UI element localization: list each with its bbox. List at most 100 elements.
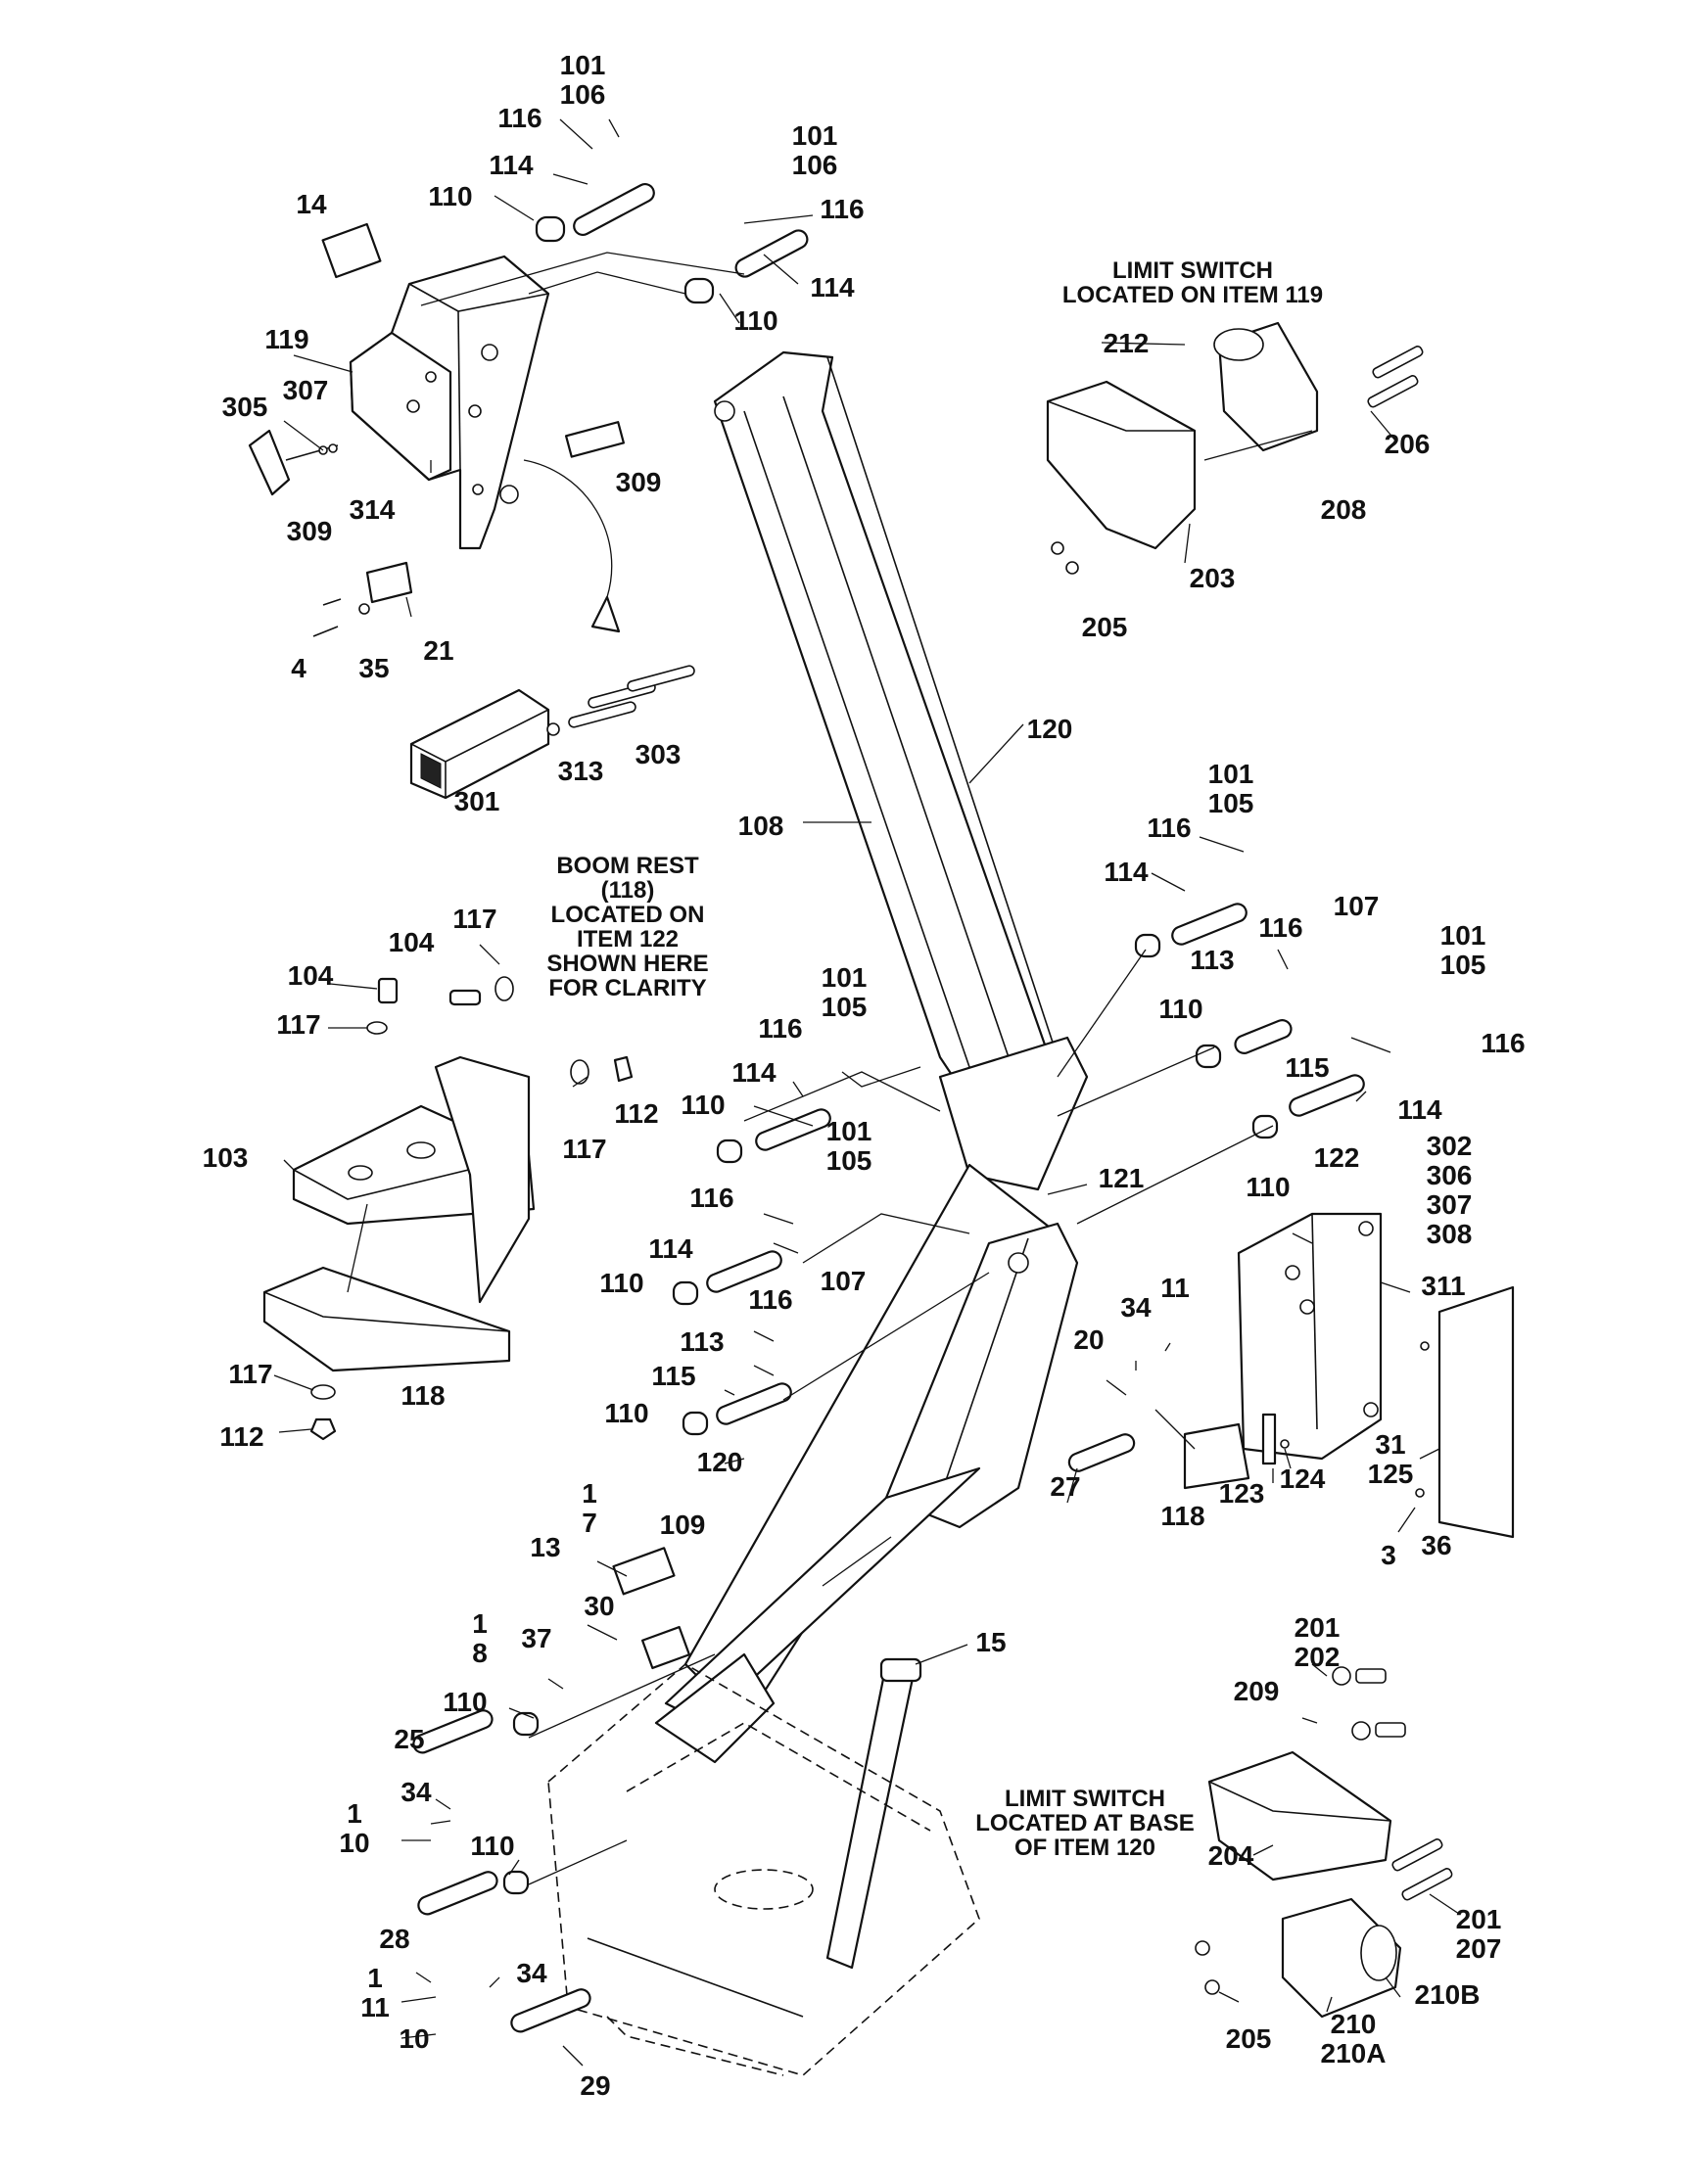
- callout-117: 117: [452, 904, 496, 934]
- callout-110: 110: [599, 1268, 643, 1298]
- callout-303: 303: [636, 739, 682, 769]
- limit-switch-bottom-drawing: [1195, 1666, 1453, 2019]
- callout-7: 7: [582, 1508, 597, 1538]
- callout-101: 101: [560, 50, 606, 80]
- callout-311: 311: [1421, 1271, 1465, 1301]
- note-limit-switch-120: LIMIT SWITCH LOCATED AT BASE OF ITEM 120: [975, 1786, 1195, 1861]
- callout-101: 101: [792, 120, 838, 151]
- callout-119: 119: [264, 324, 308, 354]
- callout-101: 101: [826, 1116, 872, 1146]
- callout-108: 108: [738, 811, 784, 841]
- callout-101: 101: [822, 962, 868, 993]
- callout-107: 107: [1334, 891, 1380, 921]
- callout-3: 3: [1381, 1540, 1396, 1570]
- callout-116: 116: [1258, 912, 1302, 943]
- callout-307: 307: [283, 375, 329, 405]
- callout-205: 205: [1226, 2023, 1272, 2054]
- callout-110: 110: [733, 305, 777, 336]
- callout-314: 314: [350, 494, 396, 525]
- callout-101: 101: [1440, 920, 1486, 951]
- callout-113: 113: [680, 1326, 724, 1357]
- decal-14: [321, 222, 382, 279]
- callout-114: 114: [731, 1057, 777, 1088]
- note-line: LIMIT SWITCH: [1112, 257, 1273, 284]
- callout-115: 115: [1285, 1052, 1329, 1083]
- callout-105: 105: [826, 1145, 872, 1176]
- callout-204: 204: [1208, 1840, 1254, 1871]
- callout-110: 110: [1246, 1172, 1290, 1202]
- callout-1: 1: [472, 1608, 488, 1639]
- callout-121: 121: [1099, 1163, 1145, 1193]
- callout-34: 34: [516, 1958, 547, 1988]
- callout-122: 122: [1314, 1142, 1360, 1173]
- callout-1: 1: [582, 1478, 597, 1509]
- callout-306: 306: [1427, 1160, 1473, 1190]
- callout-35: 35: [358, 653, 389, 683]
- callout-29: 29: [580, 2070, 610, 2101]
- callout-13: 13: [530, 1532, 560, 1562]
- callout-210a: 210A: [1321, 2038, 1387, 2068]
- callout-109: 109: [660, 1510, 706, 1540]
- lower-boom-and-base-drawing: [547, 1163, 1079, 2076]
- leader-lines: [273, 118, 1460, 2067]
- note-line: LOCATED ON: [551, 902, 705, 928]
- callout-116: 116: [748, 1284, 792, 1315]
- callout-110: 110: [681, 1090, 725, 1120]
- callout-117: 117: [276, 1009, 320, 1040]
- callout-11: 11: [1160, 1273, 1190, 1303]
- callout-210b: 210B: [1415, 1979, 1481, 2010]
- callout-308: 308: [1427, 1219, 1473, 1249]
- callout-14: 14: [296, 189, 327, 219]
- callout-1: 1: [347, 1798, 362, 1829]
- limit-switch-top-drawing: [1046, 321, 1424, 575]
- callout-309: 309: [616, 467, 662, 497]
- callout-116: 116: [1481, 1028, 1525, 1058]
- callout-202: 202: [1295, 1642, 1341, 1672]
- note-line: OF ITEM 120: [1014, 1835, 1155, 1861]
- callout-120: 120: [1027, 714, 1073, 744]
- callout-201: 201: [1295, 1612, 1341, 1643]
- callout-206: 206: [1385, 429, 1431, 459]
- note-line: LOCATED ON ITEM 119: [1062, 282, 1323, 308]
- note-line: LOCATED AT BASE: [975, 1810, 1195, 1836]
- callout-116: 116: [497, 103, 541, 133]
- mount-bracket-119-drawing: [248, 182, 809, 637]
- callout-123: 123: [1219, 1478, 1265, 1509]
- note-line: FOR CLARITY: [548, 975, 706, 1001]
- callout-105: 105: [1440, 950, 1486, 980]
- callout-307: 307: [1427, 1189, 1473, 1220]
- callout-15: 15: [975, 1627, 1006, 1657]
- callout-10: 10: [339, 1828, 369, 1858]
- callout-116: 116: [1147, 813, 1191, 843]
- callout-110: 110: [604, 1398, 648, 1428]
- callout-205: 205: [1082, 612, 1128, 642]
- callout-10: 10: [399, 2023, 429, 2054]
- callout-103: 103: [203, 1142, 249, 1173]
- callout-107: 107: [821, 1266, 867, 1296]
- callout-labels: 101 106 116 114 110 14 101 106 116 114 1…: [203, 50, 1526, 2101]
- callout-305: 305: [222, 392, 268, 422]
- note-line: (118): [601, 877, 655, 904]
- callout-105: 105: [822, 992, 868, 1022]
- callout-112: 112: [219, 1421, 263, 1452]
- bracket-122-drawing: [1183, 1212, 1515, 1539]
- callout-27: 27: [1050, 1471, 1080, 1502]
- callout-104: 104: [389, 927, 435, 957]
- callout-114: 114: [648, 1233, 693, 1264]
- callout-203: 203: [1190, 563, 1236, 593]
- callout-110: 110: [1158, 994, 1202, 1024]
- callout-30: 30: [584, 1591, 614, 1621]
- callout-11: 11: [360, 1992, 390, 2022]
- callout-110: 110: [443, 1687, 487, 1717]
- callout-309: 309: [287, 516, 333, 546]
- callout-124: 124: [1280, 1464, 1326, 1494]
- note-line: BOOM REST: [556, 853, 699, 879]
- callout-21: 21: [423, 635, 453, 666]
- callout-110: 110: [470, 1831, 514, 1861]
- callout-34: 34: [1120, 1292, 1152, 1323]
- callout-101: 101: [1208, 759, 1254, 789]
- callout-25: 25: [394, 1724, 424, 1754]
- callout-31: 31: [1375, 1429, 1405, 1460]
- callout-113: 113: [1190, 945, 1234, 975]
- callout-104: 104: [288, 960, 334, 991]
